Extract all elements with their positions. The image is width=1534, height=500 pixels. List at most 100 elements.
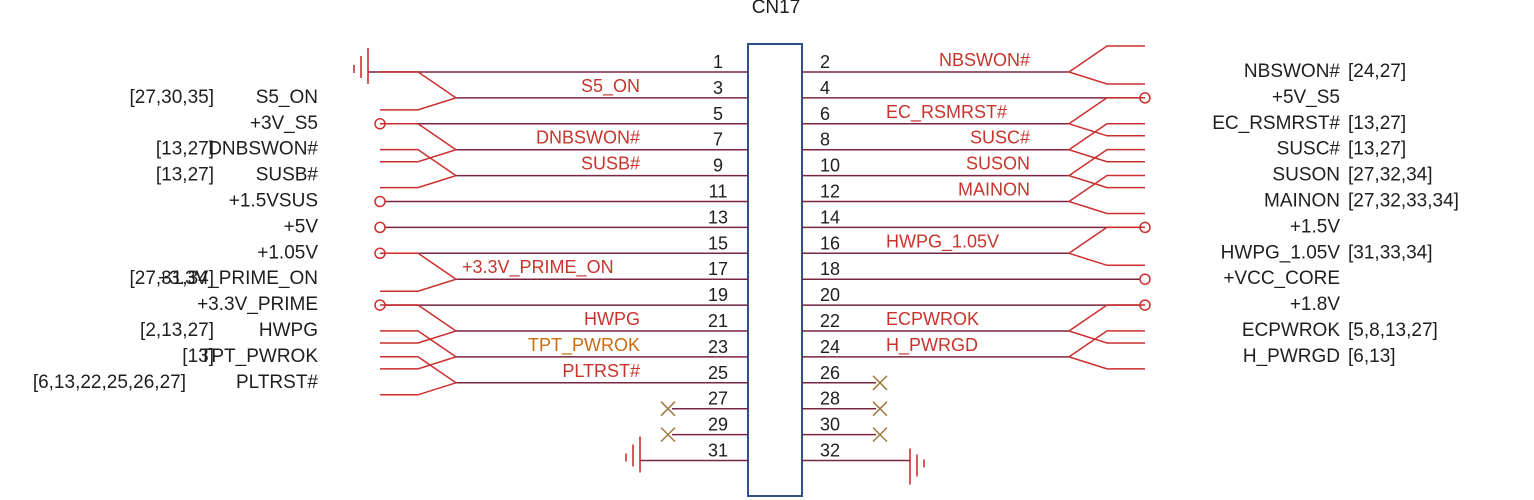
pin-number-23: 23: [708, 337, 728, 357]
pin-number-18: 18: [820, 259, 840, 279]
signal-label-susc: SUSC#: [1277, 139, 1341, 160]
net-label-mainon: MAINON: [958, 180, 1030, 200]
signal-label-dnbswon: DNBSWON#: [208, 139, 318, 160]
net-label-hwpg-1-05v: HWPG_1.05V: [886, 231, 999, 252]
power-label-3-3v-prime: +3.3V_PRIME: [197, 294, 318, 315]
pin-number-12: 12: [820, 182, 840, 202]
net-label-suson: SUSON: [966, 154, 1030, 174]
pin-number-31: 31: [708, 441, 728, 461]
pin-number-29: 29: [708, 415, 728, 435]
pin-number-16: 16: [820, 233, 840, 253]
power-label-3v-s5: +3V_S5: [250, 113, 318, 134]
pin-number-2: 2: [820, 52, 830, 72]
output-flag-icon-hwpg-1-05v: [1067, 226, 1145, 267]
output-flag-icon-suson: [1067, 148, 1145, 189]
net-label-dnbswon: DNBSWON#: [536, 128, 640, 148]
page-refs-ec-rsmrst: [13,27]: [1348, 113, 1406, 134]
pin-number-17: 17: [708, 259, 728, 279]
signal-label-hwpg: HWPG: [259, 320, 318, 341]
signal-label-nbswon: NBSWON#: [1244, 61, 1341, 82]
power-label-5v-s5: +5V_S5: [1272, 87, 1340, 108]
no-connect-icon-pin-29: [660, 427, 676, 443]
pin-number-30: 30: [820, 415, 840, 435]
page-refs-s5-on: [27,30,35]: [129, 87, 214, 108]
page-refs-ecpwrok: [5,8,13,27]: [1348, 320, 1438, 341]
pin-number-1: 1: [713, 52, 723, 72]
signal-label-susb: SUSB#: [256, 165, 319, 186]
net-label-s5-on: S5_ON: [581, 76, 640, 97]
pin-number-7: 7: [713, 130, 723, 150]
signal-label-ec-rsmrst: EC_RSMRST#: [1212, 113, 1340, 134]
pin-number-22: 22: [820, 311, 840, 331]
input-flag-icon-dnbswon: [380, 122, 458, 163]
power-label-5v: +5V: [284, 216, 319, 237]
output-flag-icon-h-pwrgd: [1067, 330, 1145, 370]
input-flag-icon-s5-on: [380, 71, 458, 111]
input-flag-icon-tpt-pwrok: [380, 330, 458, 370]
pin-number-15: 15: [708, 233, 728, 253]
net-label-susb: SUSB#: [581, 154, 640, 174]
no-connect-icon-pin-27: [660, 401, 676, 417]
connector-body: [747, 43, 803, 497]
output-flag-icon-nbswon: [1067, 45, 1145, 85]
page-refs-suson: [27,32,34]: [1348, 165, 1433, 186]
pin-number-21: 21: [708, 311, 728, 331]
page-refs-h-pwrgd: [6,13]: [1348, 346, 1396, 367]
output-flag-icon-ec-rsmrst: [1067, 97, 1145, 137]
net-label-tpt-pwrok: TPT_PWROK: [528, 335, 640, 356]
net-label-ec-rsmrst: EC_RSMRST#: [886, 102, 1007, 123]
input-flag-icon-hwpg: [380, 304, 458, 344]
pin-number-4: 4: [820, 78, 830, 98]
pin-number-5: 5: [713, 104, 723, 124]
page-refs-hwpg-1-05v: [31,33,34]: [1348, 242, 1433, 263]
pin-number-8: 8: [820, 130, 830, 150]
page-refs-dnbswon: [13,27]: [156, 139, 214, 160]
power-label-1-5v: +1.5V: [1290, 216, 1341, 237]
net-label-nbswon: NBSWON#: [939, 50, 1030, 70]
pin-number-26: 26: [820, 363, 840, 383]
pin-number-25: 25: [708, 363, 728, 383]
power-label-vcc-core: +VCC_CORE: [1223, 268, 1340, 289]
input-flag-icon-3-3v-prime-on: [380, 252, 458, 292]
page-refs-3-3v-prime-on: [27,31,34]: [129, 268, 214, 289]
pin-number-11: 11: [709, 182, 728, 202]
power-port-icon-vcc-core: [1139, 273, 1151, 285]
left-pin-group: 13S5_ONS5_ON[27,30,35]5+3V_S57DNBSWON#DN…: [33, 48, 748, 473]
signal-label-mainon: MAINON: [1264, 191, 1340, 212]
pin-number-20: 20: [820, 285, 840, 305]
signal-label-tpt-pwrok: TPT_PWROK: [200, 346, 319, 367]
no-connect-icon-pin-26: [872, 375, 888, 391]
pin-number-27: 27: [708, 389, 728, 409]
page-refs-susb: [13,27]: [156, 165, 214, 186]
power-port-icon-5v: [374, 221, 386, 234]
net-label-susc: SUSC#: [970, 128, 1030, 148]
page-refs-tpt-pwrok: [13]: [182, 346, 214, 367]
input-flag-icon-susb: [380, 148, 458, 189]
signal-label-ecpwrok: ECPWROK: [1242, 320, 1341, 341]
output-flag-icon-ecpwrok: [1067, 304, 1145, 344]
pin-number-28: 28: [820, 389, 840, 409]
no-connect-icon-pin-30: [872, 427, 888, 443]
signal-label-h-pwrgd: H_PWRGD: [1243, 346, 1340, 367]
output-flag-icon-mainon: [1067, 174, 1145, 215]
net-label-hwpg: HWPG: [584, 309, 640, 329]
pin-number-3: 3: [713, 78, 723, 98]
connector-title: CN17: [752, 0, 801, 18]
pin-number-6: 6: [820, 104, 830, 124]
pin-number-32: 32: [820, 441, 840, 461]
input-flag-icon-pltrst: [380, 356, 458, 396]
net-label-ecpwrok: ECPWROK: [886, 309, 979, 329]
page-refs-susc: [13,27]: [1348, 139, 1406, 160]
pin-number-24: 24: [820, 337, 840, 357]
net-label-3-3v-prime-on: +3.3V_PRIME_ON: [462, 257, 614, 278]
net-label-pltrst: PLTRST#: [562, 361, 640, 381]
pin-number-13: 13: [708, 207, 728, 227]
page-refs-pltrst: [6,13,22,25,26,27]: [33, 372, 186, 393]
signal-label-suson: SUSON: [1272, 165, 1340, 186]
power-label-1-05v: +1.05V: [257, 242, 318, 263]
page-refs-hwpg: [2,13,27]: [140, 320, 214, 341]
output-flag-icon-susc: [1067, 122, 1145, 163]
net-label-h-pwrgd: H_PWRGD: [886, 335, 978, 356]
